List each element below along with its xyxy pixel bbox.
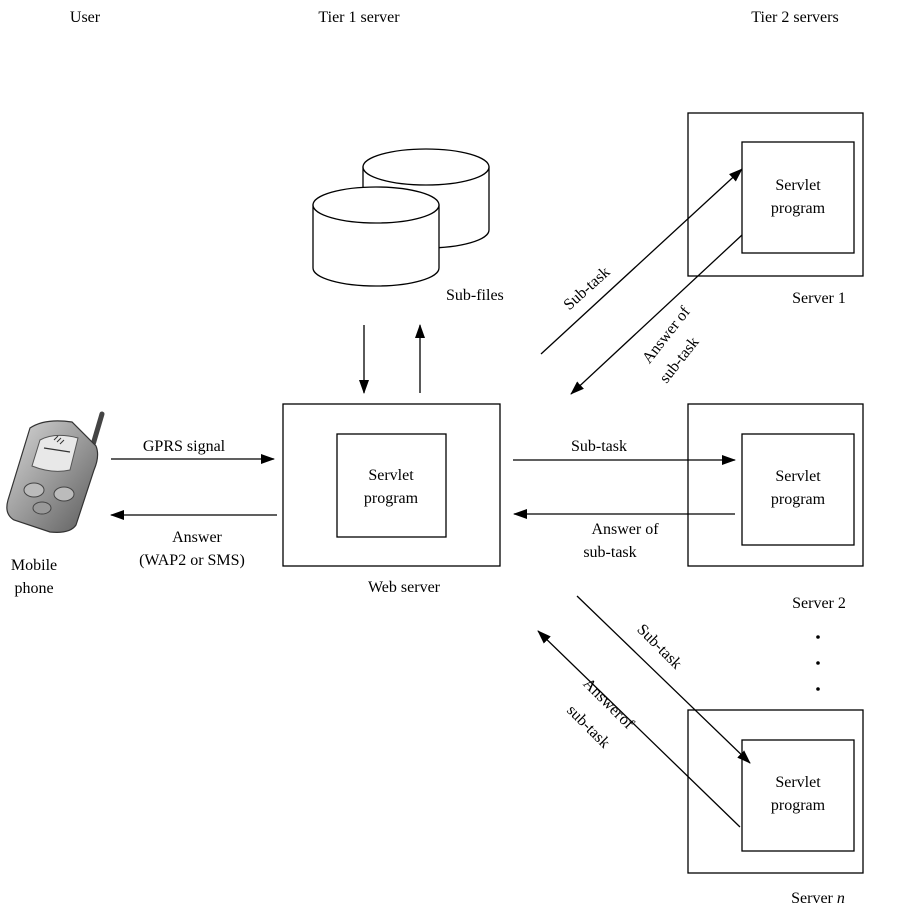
web-servlet-box (336, 433, 447, 538)
phone-label-line1: Mobile (11, 557, 57, 574)
server-1-servlet-line1: Servlet (775, 177, 821, 194)
header-tier1: Tier 1 server (318, 9, 400, 26)
server-n-box (687, 709, 864, 874)
answer-sub-n-arrow (537, 630, 741, 828)
subtask-1-label: Sub-task (560, 264, 613, 314)
server-2-servlet-box (741, 433, 855, 546)
header-user: User (70, 9, 101, 26)
answer-sub-2-line2: sub-task (583, 544, 636, 561)
subtask-1-arrow (540, 168, 743, 355)
subtask-n-arrow (576, 595, 751, 764)
server-2-box (687, 403, 864, 567)
phone-label-line2: phone (14, 580, 53, 597)
database-icon (312, 148, 490, 287)
gprs-label: GPRS signal (143, 438, 226, 455)
more-servers-dots (816, 635, 820, 691)
header-tier2: Tier 2 servers (751, 9, 838, 26)
web-server-box (282, 403, 501, 567)
server-1-box (687, 112, 864, 277)
database-label: Sub-files (446, 287, 504, 304)
web-servlet-line2: program (364, 490, 419, 507)
mobile-phone-icon (6, 411, 105, 533)
subtask-2-label: Sub-task (571, 438, 627, 455)
answer-sub-2-line1: Answer of (591, 521, 659, 538)
server-n-servlet-line1: Servlet (775, 774, 821, 791)
web-server-label: Web server (368, 579, 441, 596)
server-n-label: Server n (791, 890, 845, 907)
answer-label-line1: Answer (172, 529, 222, 546)
server-2-servlet-line2: program (771, 491, 826, 508)
subtask-n-label: Sub-task (633, 621, 685, 673)
server-n-servlet-line2: program (771, 797, 826, 814)
server-2-servlet-line1: Servlet (775, 468, 821, 485)
server-1-servlet-box (741, 141, 855, 254)
server-n-servlet-box (741, 739, 855, 852)
web-servlet-line1: Servlet (368, 467, 414, 484)
answer-label-line2: (WAP2 or SMS) (139, 552, 245, 569)
server-1-label: Server 1 (792, 290, 846, 307)
answer-sub-1-arrow (570, 234, 743, 395)
server-2-label: Server 2 (792, 595, 846, 612)
server-1-servlet-line2: program (771, 200, 826, 217)
